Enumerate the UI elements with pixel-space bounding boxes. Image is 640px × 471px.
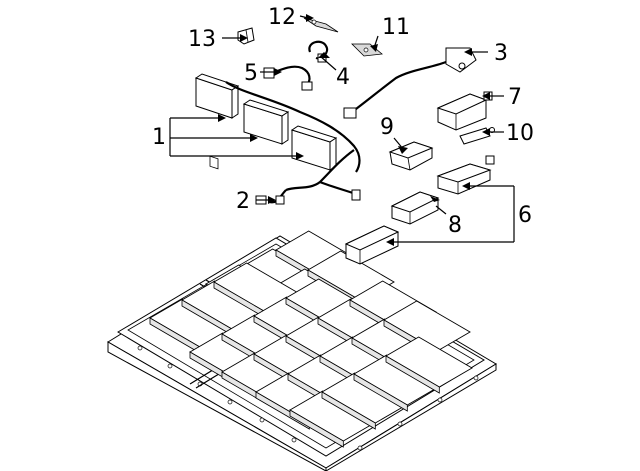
callout-4: 4 xyxy=(336,65,350,90)
callout-2: 2 xyxy=(236,189,250,214)
battery-module-side xyxy=(353,373,408,412)
callout-11: 11 xyxy=(382,15,410,40)
callout-8: 8 xyxy=(448,213,462,238)
callout-13: 13 xyxy=(188,27,216,52)
part-6-relay-upper xyxy=(436,155,495,195)
leader-arrows xyxy=(218,14,490,246)
callout-7: 7 xyxy=(508,85,522,110)
battery-module-side xyxy=(385,355,440,394)
battery-module-side xyxy=(321,391,376,430)
battery-module-side xyxy=(289,409,344,448)
part-1-module-covers xyxy=(194,73,338,171)
part-7-control-module xyxy=(436,91,493,131)
callout-6: 6 xyxy=(518,203,532,228)
battery-modules xyxy=(149,230,473,448)
part-4-clip xyxy=(308,40,329,63)
callout-5: 5 xyxy=(244,61,258,86)
part-12-bracket xyxy=(303,17,339,33)
callout-10: 10 xyxy=(506,121,534,146)
part-8-junction-block xyxy=(390,191,440,225)
callout-1: 1 xyxy=(152,125,166,150)
callout-12: 12 xyxy=(268,5,296,30)
callout-3: 3 xyxy=(494,41,508,66)
callout-9: 9 xyxy=(380,115,394,140)
part-5-harness xyxy=(263,65,313,91)
part-9-bracket xyxy=(388,141,434,171)
part-11-bracket xyxy=(351,43,383,57)
callout-labels: 1 2 3 4 5 6 7 8 9 10 11 12 13 xyxy=(152,5,534,238)
leader-lines xyxy=(169,15,515,243)
part-6-relay-lower xyxy=(344,225,400,265)
